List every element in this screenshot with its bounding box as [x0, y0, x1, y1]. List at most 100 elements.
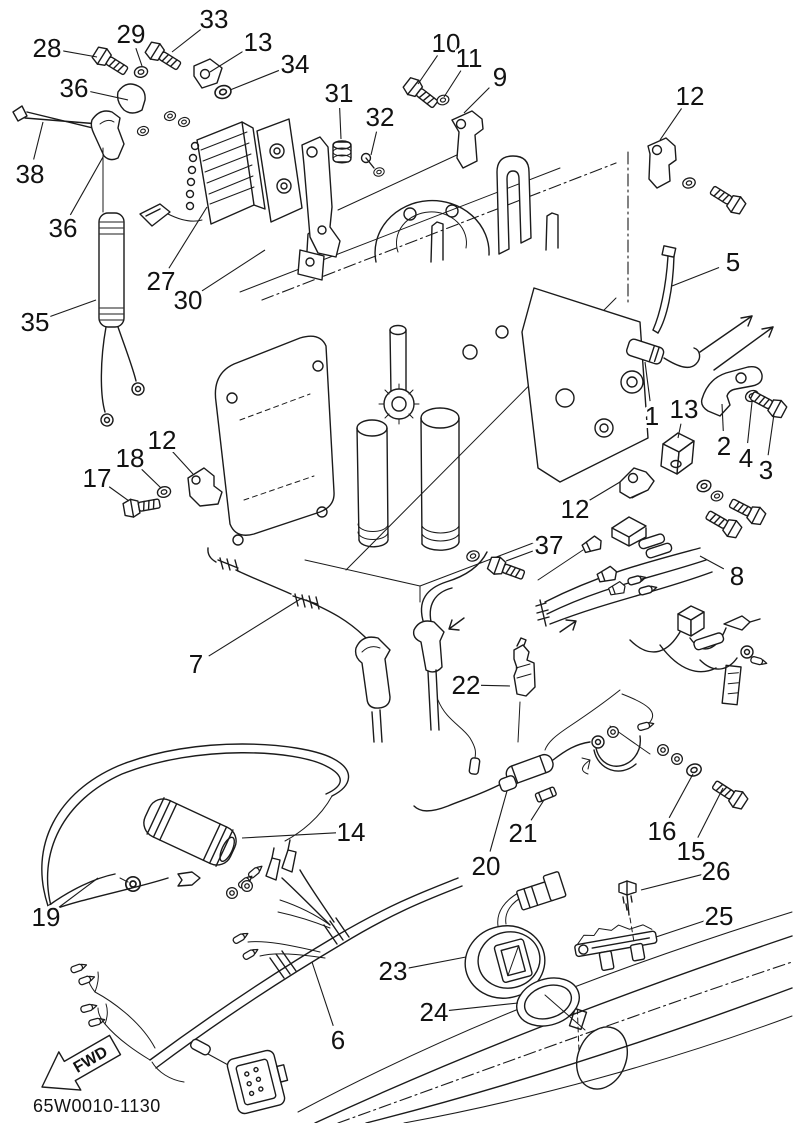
callout-leader-38 — [33, 121, 44, 160]
callout-label-12: 12 — [676, 81, 705, 111]
callout-leader-22 — [480, 684, 511, 687]
callout-leader-12 — [659, 108, 683, 141]
callout-leader-20 — [489, 790, 508, 852]
mount-13-fasteners-art — [619, 432, 768, 541]
callout-leader-18 — [140, 468, 162, 489]
callout-label-28: 28 — [33, 33, 62, 63]
harness-6-art — [69, 839, 463, 1115]
callout-label-37: 37 — [535, 530, 564, 560]
callout-label-25: 25 — [705, 901, 734, 931]
callout-leader-29 — [135, 48, 143, 67]
callout-label-24: 24 — [420, 997, 449, 1027]
callout-label-4: 4 — [739, 443, 753, 473]
callout-label-11: 11 — [456, 43, 483, 73]
callout-label-38: 38 — [16, 159, 45, 189]
callout-leader-32 — [370, 131, 378, 156]
callout-label-3: 3 — [759, 455, 773, 485]
callout-leader-13 — [677, 423, 682, 439]
callout-leader-27 — [168, 206, 208, 269]
callout-label-21: 21 — [509, 818, 538, 848]
callout-label-18: 18 — [116, 443, 145, 473]
callout-leader-12 — [587, 481, 621, 502]
bracket-12-top-art — [647, 137, 749, 218]
callout-label-23: 23 — [379, 956, 408, 986]
callout-leader-6 — [311, 961, 334, 1026]
callout-label-7: 7 — [189, 649, 203, 679]
callout-leader-36 — [88, 90, 129, 101]
spark-plug-caps-art — [207, 547, 577, 775]
callout-label-36: 36 — [49, 213, 78, 243]
fuse-holder-art — [413, 689, 751, 813]
callout-label-10: 10 — [432, 28, 461, 58]
bracket-12-left-art — [121, 467, 223, 520]
callout-label-34: 34 — [281, 49, 310, 79]
callout-leader-21 — [530, 799, 545, 821]
diagram-part-code: 65W0010-1130 — [33, 1096, 161, 1116]
callout-leader-13 — [209, 49, 246, 73]
callout-label-36: 36 — [60, 73, 89, 103]
callout-leader-37 — [505, 549, 536, 562]
callout-label-8: 8 — [730, 561, 744, 591]
callout-leader-5 — [671, 266, 720, 287]
bracket-25-art — [574, 880, 658, 971]
grommet-screw-art — [332, 140, 386, 178]
callout-leader-17 — [108, 486, 130, 502]
callout-label-16: 16 — [648, 816, 677, 846]
harness-8-art — [535, 516, 769, 706]
callout-leader-8 — [699, 555, 725, 570]
callout-label-15: 15 — [677, 836, 706, 866]
sensor-1-art — [626, 338, 701, 369]
callout-leader-11 — [443, 70, 462, 98]
fasteners-top-left — [89, 38, 234, 101]
callout-label-1: 1 — [645, 401, 659, 431]
callout-label-26: 26 — [702, 856, 731, 886]
bolt-37-art — [464, 533, 605, 585]
callout-leader-1 — [644, 361, 651, 402]
callout-label-33: 33 — [200, 4, 229, 34]
sleeve-14-art — [143, 797, 237, 867]
callout-leader-24 — [448, 1002, 519, 1011]
callout-leader-4 — [747, 401, 753, 444]
callout-label-2: 2 — [717, 431, 731, 461]
callout-leader-10 — [417, 55, 438, 85]
callout-label-35: 35 — [21, 307, 50, 337]
fwd-direction-arrow: FWD — [41, 1034, 122, 1091]
callout-label-12: 12 — [561, 494, 590, 524]
callout-leader-12 — [171, 450, 194, 475]
callout-leader-7 — [208, 597, 303, 657]
callout-leader-28 — [61, 50, 98, 58]
callout-leader-31 — [339, 107, 342, 140]
callout-label-31: 31 — [325, 78, 354, 108]
callout-leader-16 — [668, 773, 694, 819]
callout-leader-35 — [48, 299, 97, 318]
callout-label-27: 27 — [147, 266, 176, 296]
callout-label-6: 6 — [331, 1025, 345, 1055]
callout-leader-26 — [640, 874, 702, 891]
callout-label-20: 20 — [472, 851, 501, 881]
callout-leader-15 — [697, 787, 724, 838]
cable-tie-5-art — [652, 245, 677, 334]
trim-gauge-art — [464, 871, 586, 1031]
clamp-22-art — [513, 637, 536, 743]
callout-leader-30 — [200, 249, 266, 293]
callout-label-12: 12 — [148, 425, 177, 455]
callout-leader-25 — [655, 920, 705, 938]
callout-label-19: 19 — [32, 902, 61, 932]
callout-leader-33 — [171, 27, 203, 53]
callout-leader-3 — [767, 413, 775, 456]
callout-leader-9 — [463, 87, 490, 114]
callout-label-9: 9 — [493, 62, 507, 92]
callout-label-13: 13 — [244, 27, 273, 57]
callout-label-14: 14 — [337, 817, 366, 847]
callout-label-29: 29 — [117, 19, 146, 49]
callout-leader-2 — [721, 403, 724, 432]
engine-block-art — [214, 155, 649, 603]
callout-label-22: 22 — [452, 670, 481, 700]
callout-label-17: 17 — [83, 463, 112, 493]
battery-cable-19-art — [41, 743, 350, 911]
callout-leader-34 — [229, 69, 282, 91]
callout-label-5: 5 — [726, 247, 740, 277]
